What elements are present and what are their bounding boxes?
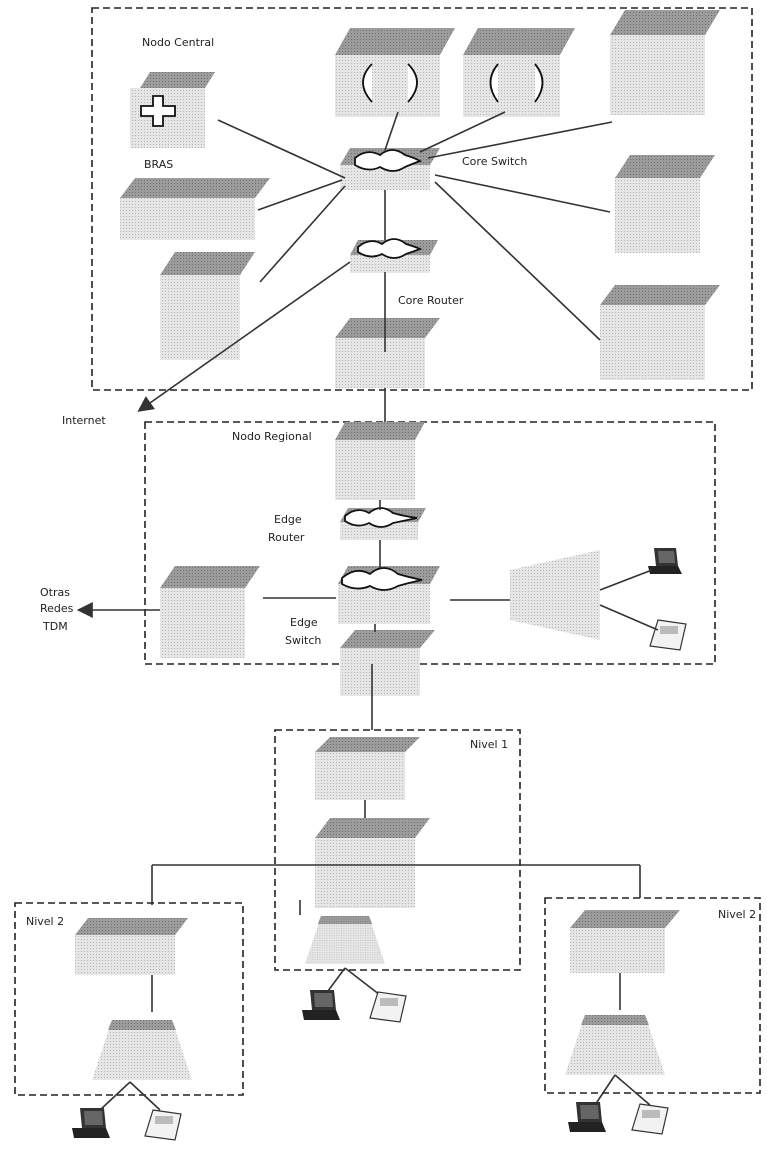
nivel2-left-phone-link — [129, 1081, 161, 1111]
core-router-device — [350, 238, 438, 273]
switch-icon — [341, 567, 423, 591]
nodo-regional-box — [144, 421, 716, 665]
phone-icon — [369, 991, 407, 1023]
core-switch-label: Core Switch — [462, 155, 527, 168]
laptop-icon — [568, 1102, 606, 1132]
edge-router-device — [340, 507, 426, 540]
regional-links — [76, 500, 659, 632]
internet-label: Internet — [62, 414, 106, 427]
core-router-label: Core Router — [398, 294, 464, 307]
phone-icon — [649, 619, 687, 651]
nivel1-label: Nivel 1 — [470, 738, 508, 751]
core-device-left-1 — [120, 178, 270, 240]
nivel1-device-top — [315, 737, 420, 800]
laptop-icon — [302, 990, 340, 1020]
edge-router-label-1: Edge — [274, 513, 302, 526]
core-device-right-2 — [600, 285, 720, 380]
edge-router-label-2: Router — [268, 531, 305, 544]
nivel2-left-box — [14, 902, 244, 1096]
otras-label-2: Redes — [40, 602, 74, 615]
core-device-bottom — [335, 318, 440, 388]
nivel2-left-device — [75, 918, 188, 975]
nivel2-left-label: Nivel 2 — [26, 915, 64, 928]
router-icon — [357, 238, 423, 259]
core-device-right-1 — [615, 155, 715, 253]
regional-device-bottom — [340, 630, 435, 696]
core-switch-device — [340, 148, 440, 190]
nivel2-left-access-device — [92, 1020, 192, 1080]
laptop-icon — [72, 1108, 110, 1138]
edge-switch-label-2: Switch — [285, 634, 321, 647]
nivel2-right-laptop-link — [594, 1074, 616, 1106]
nodo-central-box — [91, 7, 753, 391]
nivel1-access-device — [305, 916, 385, 964]
regional-access-device — [510, 550, 600, 640]
otras-label-1: Otras — [40, 586, 70, 599]
core-device-1 — [335, 28, 455, 117]
central-links — [137, 111, 613, 412]
switch-icon — [354, 149, 423, 172]
edge-switch-device — [338, 566, 440, 624]
core-device-left-2 — [160, 252, 255, 360]
router-icon — [344, 507, 418, 528]
core-device-3 — [610, 10, 720, 115]
bras-label: BRAS — [144, 158, 173, 171]
laptop-icon — [648, 548, 682, 574]
regional-device-left — [160, 566, 260, 658]
bras-device — [130, 72, 215, 148]
nivel2-right-access-device — [565, 1015, 665, 1075]
nivel2-right-device — [570, 910, 680, 973]
edge-switch-label-1: Edge — [290, 616, 318, 629]
bras-cross-icon — [140, 95, 176, 127]
nivel2-left-laptop-link — [99, 1081, 131, 1111]
core-device-2 — [463, 28, 575, 117]
nivel2-right-phone-link — [614, 1074, 651, 1106]
nivel1-box — [274, 729, 521, 971]
nodo-regional-label: Nodo Regional — [232, 430, 312, 443]
phone-icon — [144, 1109, 182, 1141]
nivel2-right-box — [544, 897, 761, 1094]
regional-device-top — [335, 422, 425, 500]
nivel1-phone-link — [344, 967, 381, 996]
nivel1-device-mid — [315, 818, 430, 908]
nodo-central-label: Nodo Central — [142, 36, 214, 49]
nivel2-right-label: Nivel 2 — [718, 908, 756, 921]
otras-label-3: TDM — [42, 620, 68, 633]
phone-icon — [631, 1103, 669, 1135]
